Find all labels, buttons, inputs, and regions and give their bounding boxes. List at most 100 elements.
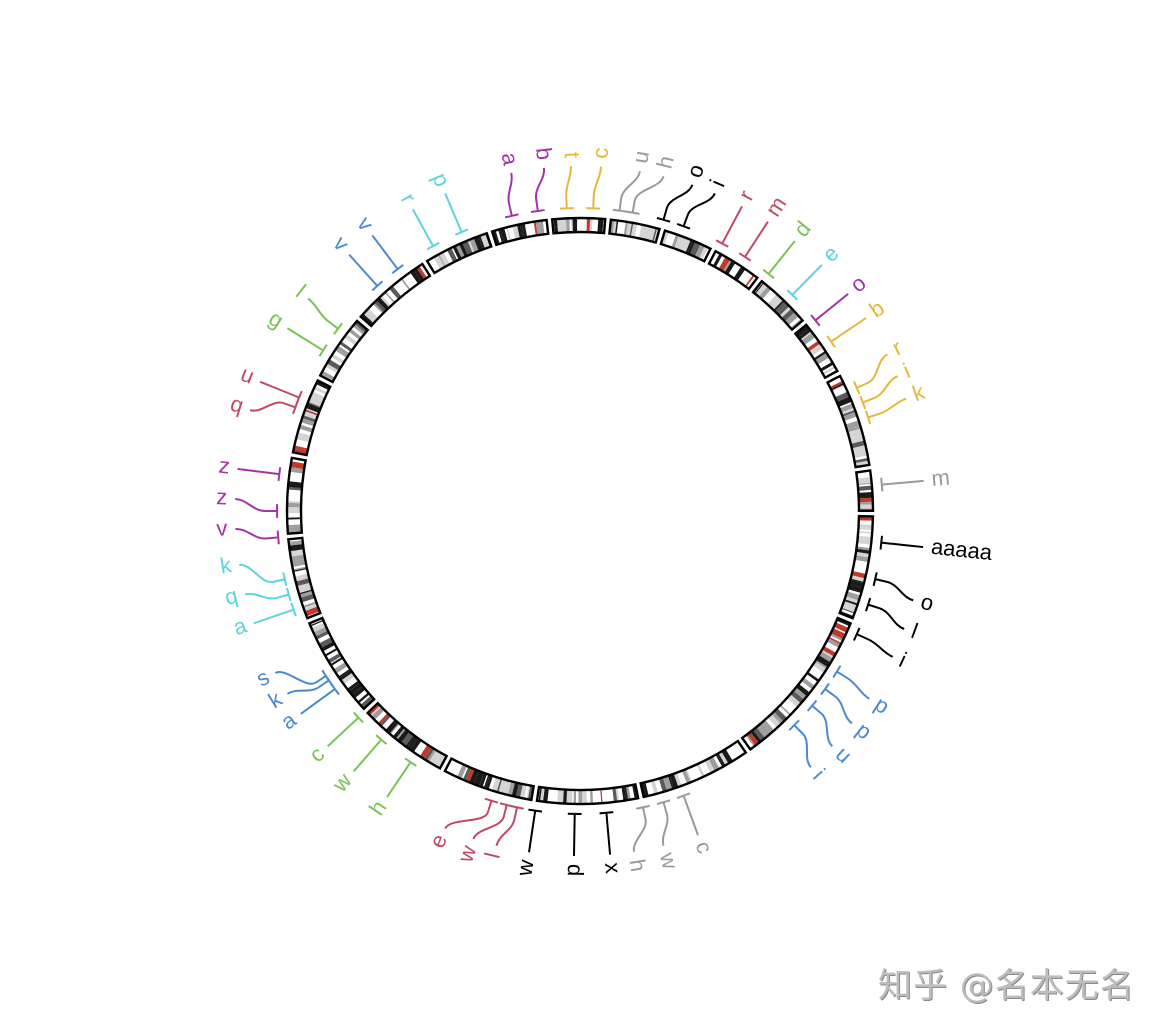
label-text: r [733,186,759,204]
label-t-2: t [560,152,585,210]
label-c-3: c [586,147,613,210]
label-text: b [865,295,889,323]
label-text: w [511,858,538,879]
label-text: i [895,647,910,672]
label-r-14: r [853,335,906,395]
label-r-53: r [396,189,440,251]
chromosome-segment [550,216,607,235]
label-h-5: h [625,153,679,215]
label-text: r [888,335,906,361]
chromosome-segment [425,231,493,275]
label-i-25: i [788,719,830,784]
label-text: e [817,241,843,267]
label-a-0: a [497,150,524,219]
chromosome-segment [287,536,322,620]
label-c-37: c [304,711,364,767]
chromosome-segment [825,374,871,469]
label-text: o [918,589,936,616]
label-w-27: w [655,799,683,872]
label-text: q [222,583,240,610]
label-text: s [252,664,273,691]
label-e-34: e [424,797,499,851]
label-text: h [625,857,652,873]
label-b-1: b [530,146,557,213]
chromosome-segment [359,262,432,328]
label-u-4: u [612,149,654,213]
label-text: a [230,612,250,640]
label-w-33: w [452,802,514,866]
label-text: m [760,192,791,221]
label-text: p [559,864,584,877]
label-text: u [237,361,258,389]
label-k-43: k [218,552,288,587]
label-z-46: z [217,453,282,482]
label-q-42: q [222,583,292,610]
chromosome-segment [307,616,376,711]
label-w-36: w [327,734,388,797]
label-u-48: u [237,361,303,405]
label-text: b [531,146,557,161]
chromosome-segment [639,739,748,799]
chromosome-segment [318,319,370,384]
label-r-8: r [715,186,759,248]
label-text: q [228,391,247,418]
label-text: i [899,358,913,383]
label-text: v [216,515,228,541]
label-text: p [870,691,894,719]
chromosome-segment [443,756,536,802]
label-o-12: o [810,270,871,327]
label-text: d [789,216,816,241]
label-text: a [497,150,524,168]
label-text: z [217,453,231,479]
label-text: l [908,618,921,643]
label-text: w [655,849,683,872]
label-text: c [691,838,718,857]
chromosome-segment [854,469,875,512]
chromosome-segment [365,701,449,770]
label-p-22: p [832,665,894,719]
label-l-20: l [865,597,921,644]
label-text: w [327,768,357,797]
chromosome-segment [285,456,308,536]
label-text: c [304,741,329,767]
label-text: u [831,741,857,768]
label-l-50: l [291,279,344,335]
label-p-54: p [427,169,469,236]
label-e-11: e [786,241,844,301]
label-z-45: z [216,484,279,518]
chromosome-segment [740,616,853,752]
label-text: u [627,149,654,165]
label-text: l [291,279,310,302]
label-text: i [705,176,730,190]
chromosome-segment [659,229,713,263]
label-v-51: v [328,231,384,292]
label-h-35: h [364,757,417,820]
chromosome-segment [838,514,875,620]
label-g-49: g [265,305,328,357]
chromosome-segment [535,783,640,806]
label-text: h [364,796,392,820]
chromosome-segment [291,378,332,457]
label-text: k [218,552,234,579]
label-k-16: k [865,379,929,425]
chromosome-segment [608,218,662,244]
label-a-41: a [230,602,297,640]
label-text: r [396,189,421,208]
label-text: o [845,270,870,297]
chromosome-segment [751,279,805,332]
label-text: x [600,861,626,874]
label-text: l [480,850,505,861]
label-text: p [427,169,455,190]
ideogram-ring [285,216,875,806]
label-q-47: q [228,391,299,418]
watermark-text: 知乎 @名本无名 [878,966,1135,1006]
label-p-30: p [559,812,585,877]
label-text: v [352,212,379,236]
label-text: c [587,147,613,160]
label-v-44: v [216,515,280,545]
label-d-10: d [762,216,816,279]
label-text: z [216,484,228,509]
label-i-21: i [853,627,910,672]
